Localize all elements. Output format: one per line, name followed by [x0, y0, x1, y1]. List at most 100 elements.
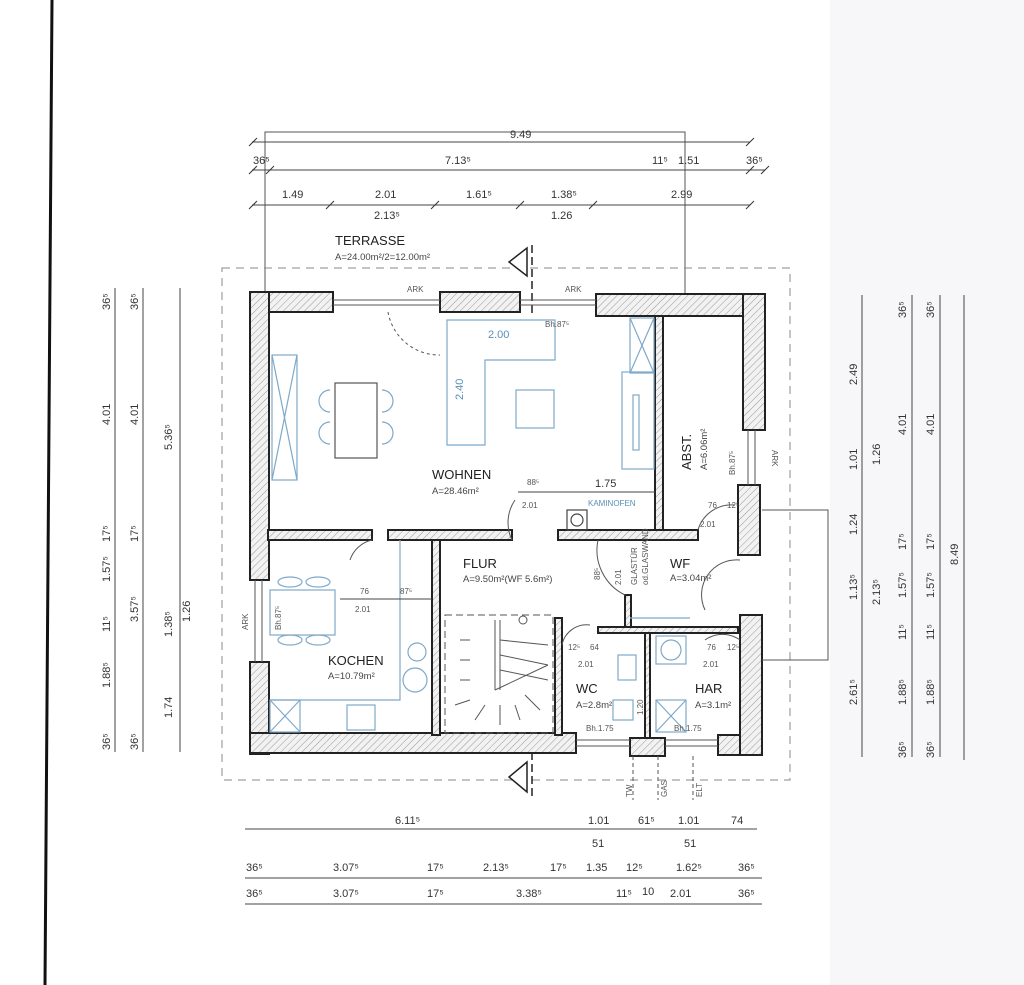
dim-label: 87⁵ [400, 587, 412, 596]
dim-label: 6.11⁵ [395, 815, 420, 827]
dim-label: 36⁵ [925, 301, 937, 318]
dim-label: 17⁵ [897, 533, 909, 550]
dim-label: 10 [642, 886, 654, 898]
windows [254, 299, 829, 747]
dim-label: 1.57⁵ [925, 572, 937, 598]
dim-overall-width: 9.49 [510, 129, 531, 141]
furniture [269, 317, 690, 733]
door-swings [349, 311, 741, 646]
utility-label-gas: GAS [660, 780, 669, 797]
dim-label: 8.49 [949, 544, 961, 565]
dim-label: 36⁵ [101, 293, 113, 310]
dim-label: 12⁵ [727, 501, 739, 510]
right-dimensions: 2.49 1.01 1.26 1.24 1.13⁵ 2.13⁵ 2.61⁵ 36… [848, 295, 965, 760]
sill-height-label: Bh.1.75 [674, 724, 702, 733]
dim-label: 17⁵ [129, 525, 141, 542]
dim-label: 1.35 [586, 862, 607, 874]
walls [249, 291, 766, 757]
dim-label: 3.38⁵ [516, 888, 542, 900]
dim-label: 2.01 [375, 189, 396, 201]
sofa-depth-label: 2.40 [454, 379, 466, 400]
dim-label: 11⁵ [897, 624, 909, 640]
sill-height-label: Bh.1.75 [586, 724, 614, 733]
dim-label: 4.01 [129, 404, 141, 425]
dim-label: 36⁵ [738, 862, 755, 874]
room-area-terrasse: A=24.00m²/2=12.00m² [335, 252, 430, 263]
dim-label: 36⁵ [738, 888, 755, 900]
dim-label: 1.75 [595, 478, 616, 490]
bottom-dimensions: 6.11⁵ 1.01 51 61⁵ 1.01 51 74 36⁵ 3.07⁵ 1… [245, 815, 762, 905]
dim-label: 51 [592, 838, 604, 850]
window-label-ark: ARK [407, 285, 424, 294]
glass-door-label: GLASTÜR [630, 547, 639, 585]
dim-label: 1.20 [636, 699, 645, 715]
dim-label: 2.13⁵ [871, 579, 883, 605]
utility-label-elt: ELT [695, 783, 704, 797]
sill-height-label: Bh.87⁵ [545, 320, 569, 329]
dim-label: 88⁵ [593, 568, 602, 580]
dim-label: 36⁵ [129, 293, 141, 310]
room-area-flur: A=9.50m²(WF 5.6m²) [463, 574, 552, 585]
sofa-width-label: 2.00 [488, 329, 509, 341]
dim-label: 36⁵ [253, 155, 270, 167]
room-area-abst: A=6.06m² [699, 429, 710, 470]
dim-label: 12⁵ [727, 643, 739, 652]
terrace-outline [221, 267, 791, 781]
page-edge-line [43, 0, 54, 985]
dim-label: 88⁵ [527, 478, 539, 487]
dim-label: 4.01 [101, 404, 113, 425]
room-name-har: HAR [695, 681, 722, 696]
door-width-label: 2.01 [355, 605, 371, 614]
dim-label: 2.13⁵ [483, 862, 509, 874]
dim-label: 36⁵ [925, 741, 937, 758]
door-width-label: 2.01 [614, 569, 623, 585]
dim-label: 1.26 [871, 444, 883, 465]
dim-label: 36⁵ [897, 741, 909, 758]
dim-label: 1.01 [678, 815, 699, 827]
dim-label: 1.38⁵ [551, 189, 577, 201]
dim-label: 36⁵ [746, 155, 763, 167]
dim-label: 1.57⁵ [897, 572, 909, 598]
dim-label: 1.51 [678, 155, 699, 167]
staircase [444, 614, 554, 734]
dim-label: 17⁵ [427, 888, 444, 900]
door-width-label: 2.01 [578, 660, 594, 669]
room-name-wohnen: WOHNEN [432, 467, 491, 482]
dim-label: 11⁵ [616, 888, 632, 900]
room-labels: WOHNEN A=28.46m² KOCHEN A=10.79m² FLUR A… [328, 429, 731, 711]
glass-wall-label: od.GLASWAND [641, 528, 650, 585]
dim-label: 1.26 [551, 210, 572, 222]
dim-label: 1.57⁵ [101, 556, 113, 582]
dim-label: 1.01 [588, 815, 609, 827]
room-area-kochen: A=10.79m² [328, 671, 375, 682]
dim-label: 1.38⁵ [163, 611, 175, 637]
dim-label: 12⁵ [626, 862, 643, 874]
dim-label: 5.36⁵ [163, 424, 175, 450]
room-area-wohnen: A=28.46m² [432, 486, 479, 497]
dim-label: 4.01 [925, 414, 937, 435]
window-label-ark: ARK [770, 450, 779, 467]
dim-label: 11⁵ [652, 155, 668, 167]
top-dimensions: 9.49 36⁵ 7.13⁵ 11⁵ 1.51 36⁵ 1.49 2.01 2.… [248, 129, 770, 300]
utility-label-tw: TW [625, 784, 634, 797]
room-area-wc: A=2.8m² [576, 700, 612, 711]
sill-height-label: Bh.87⁵ [728, 451, 737, 475]
dim-label: 12⁵ [568, 643, 580, 652]
dim-label: 17⁵ [427, 862, 444, 874]
dim-label: 1.88⁵ [101, 662, 113, 688]
dim-label: 4.01 [897, 414, 909, 435]
dim-label: 1.13⁵ [848, 574, 860, 600]
dim-label: 76 [707, 643, 716, 652]
dim-label: 2.99 [671, 189, 692, 201]
room-area-wf: A=3.04m² [670, 573, 711, 584]
dim-label: 1.88⁵ [925, 679, 937, 705]
section-marker-bottom [507, 740, 533, 800]
room-name-kochen: KOCHEN [328, 653, 384, 668]
window-label-ark: ARK [565, 285, 582, 294]
dim-label: 11⁵ [925, 624, 937, 640]
dim-label: 7.13⁵ [445, 155, 471, 167]
section-marker-top [507, 245, 533, 315]
room-area-har: A=3.1m² [695, 700, 731, 711]
room-name-flur: FLUR [463, 556, 497, 571]
